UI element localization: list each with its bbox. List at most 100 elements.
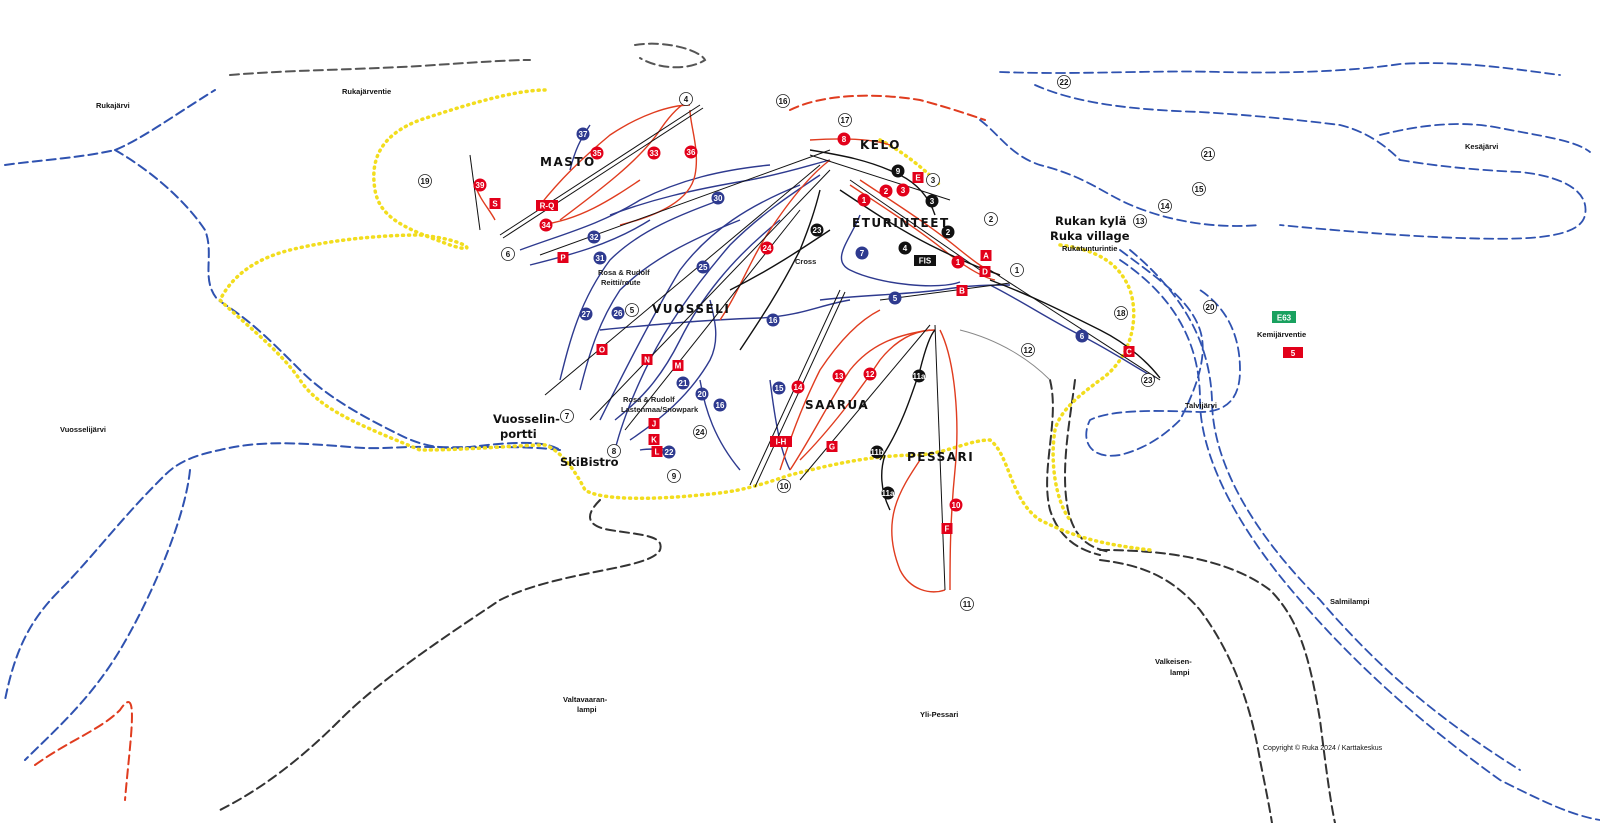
slope-marker: 5 bbox=[888, 291, 902, 305]
poi-marker-circle bbox=[1203, 300, 1217, 314]
slope-marker: 10 bbox=[949, 498, 963, 512]
poi-marker-circle bbox=[679, 92, 693, 106]
slope-marker: 23 bbox=[810, 223, 824, 237]
lift-marker: P bbox=[557, 252, 569, 263]
slope-marker-circle bbox=[810, 223, 824, 237]
lift-marker: O bbox=[596, 344, 608, 355]
slope-marker-circle bbox=[593, 251, 607, 265]
label-valtavaaran-1: Valtavaaran- bbox=[563, 695, 608, 704]
slope-marker-circle bbox=[662, 445, 676, 459]
slope-26 bbox=[579, 219, 741, 391]
slope-marker-circle bbox=[713, 398, 727, 412]
slope-marker-label: 20 bbox=[698, 390, 707, 399]
slope-marker-label: 5 bbox=[893, 294, 898, 303]
lift-f bbox=[934, 324, 946, 591]
poi-marker: 8 bbox=[607, 444, 621, 458]
poi-marker-circle bbox=[693, 425, 707, 439]
lift-marker-box bbox=[1123, 346, 1135, 357]
poi-marker: 17 bbox=[838, 113, 852, 127]
lift-marker: G bbox=[826, 441, 838, 452]
slope-marker: 7 bbox=[855, 246, 869, 260]
slope-marker-label: 3 bbox=[901, 186, 906, 195]
slope-marker: 24 bbox=[760, 241, 774, 255]
lift-lines bbox=[469, 104, 1161, 591]
poi-marker-circle bbox=[1021, 343, 1035, 357]
slope-marker-label: 34 bbox=[542, 221, 551, 230]
lift-marker-label: P bbox=[560, 254, 566, 263]
lift-marker-box bbox=[980, 250, 992, 261]
slope-marker: 31 bbox=[593, 251, 607, 265]
yellow-route-east bbox=[1051, 243, 1136, 522]
poi-marker-label: 9 bbox=[672, 472, 677, 481]
lift-marker-label: R-Q bbox=[540, 202, 555, 211]
lift-b bbox=[879, 282, 1011, 301]
lift-marker: S bbox=[489, 198, 501, 209]
lift-marker-box bbox=[826, 441, 838, 452]
poi-marker: 7 bbox=[560, 409, 574, 423]
slope-marker: 16 bbox=[766, 313, 780, 327]
slope-27 bbox=[559, 199, 721, 381]
poi-marker-circle bbox=[1114, 306, 1128, 320]
place-rukan-kyla: Rukan kylä bbox=[1055, 214, 1127, 228]
slope-marker-label: 7 bbox=[860, 249, 865, 258]
place-ruka-village: Ruka village bbox=[1050, 229, 1130, 243]
slope-marker: 2 bbox=[941, 225, 955, 239]
trail-blue-east-4 bbox=[1085, 249, 1241, 457]
lift-e bbox=[809, 154, 951, 201]
poi-marker-circle bbox=[926, 173, 940, 187]
label-yli-pessari: Yli-Pessari bbox=[920, 710, 958, 719]
lift-marker-label: G bbox=[829, 443, 835, 452]
lift-marker: A bbox=[980, 250, 992, 261]
area-eturinteet: ETURINTEET bbox=[852, 216, 950, 230]
slope-24 bbox=[719, 159, 831, 321]
poi-marker-circle bbox=[1057, 75, 1071, 89]
slope-marker-circle bbox=[1075, 329, 1089, 343]
poi-marker-label: 1 bbox=[1015, 266, 1020, 275]
poi-marker-label: 23 bbox=[1144, 376, 1153, 385]
poi-marker: 3 bbox=[926, 173, 940, 187]
slope-13 bbox=[789, 329, 931, 471]
lift-marker-box bbox=[536, 200, 558, 211]
slope-marker-label: 11a bbox=[913, 372, 926, 381]
road-sign-e63: E63 bbox=[1277, 314, 1292, 323]
slope-marker-circle bbox=[881, 486, 895, 500]
slope-marker: 37 bbox=[576, 127, 590, 141]
slope-marker-label: 35 bbox=[593, 149, 602, 158]
slope-marker-label: 9 bbox=[896, 167, 901, 176]
slope-marker-label: 11a bbox=[882, 489, 895, 498]
poi-marker-circle bbox=[1201, 147, 1215, 161]
label-kemijarventie: Kemijärventie bbox=[1257, 330, 1306, 339]
slope-marker-label: 12 bbox=[866, 370, 875, 379]
slope-8 bbox=[809, 138, 891, 146]
slope-marker: 11a bbox=[881, 486, 895, 500]
slope-6 bbox=[989, 284, 1156, 379]
lift-marker-box bbox=[979, 266, 991, 277]
trail-grey-top-hook bbox=[634, 42, 707, 69]
slope-marker-circle bbox=[951, 255, 965, 269]
slope-marker: 15 bbox=[772, 381, 786, 395]
slope-marker: 32 bbox=[587, 230, 601, 244]
slope-marker-circle bbox=[473, 178, 487, 192]
lift-marker: M bbox=[672, 360, 684, 371]
poi-marker-label: 24 bbox=[696, 428, 705, 437]
poi-marker-label: 15 bbox=[1195, 185, 1204, 194]
lift-s bbox=[469, 154, 481, 231]
place-skibistro: SkiBistro bbox=[560, 455, 619, 469]
slope-marker: 11b bbox=[870, 445, 884, 459]
slope-marker-circle bbox=[711, 191, 725, 205]
slope-marker-circle bbox=[791, 380, 805, 394]
lift-g bbox=[799, 324, 931, 481]
slope-marker-circle bbox=[695, 387, 709, 401]
slope-marker-label: 21 bbox=[679, 379, 688, 388]
slope-10 bbox=[939, 329, 958, 591]
slope-marker-circle bbox=[772, 381, 786, 395]
lift-marker-box bbox=[648, 434, 660, 445]
slope-5 bbox=[819, 284, 1011, 301]
label-rosa-lasten-1: Rosa & Rudolf bbox=[623, 395, 675, 404]
slope-marker: 11a bbox=[912, 369, 926, 383]
slope-31 bbox=[529, 219, 651, 266]
slope-marker-circle bbox=[590, 146, 604, 160]
slope-marker: 12 bbox=[863, 367, 877, 381]
lift-marker-label: S bbox=[492, 200, 498, 209]
poi-marker-label: 2 bbox=[989, 215, 994, 224]
